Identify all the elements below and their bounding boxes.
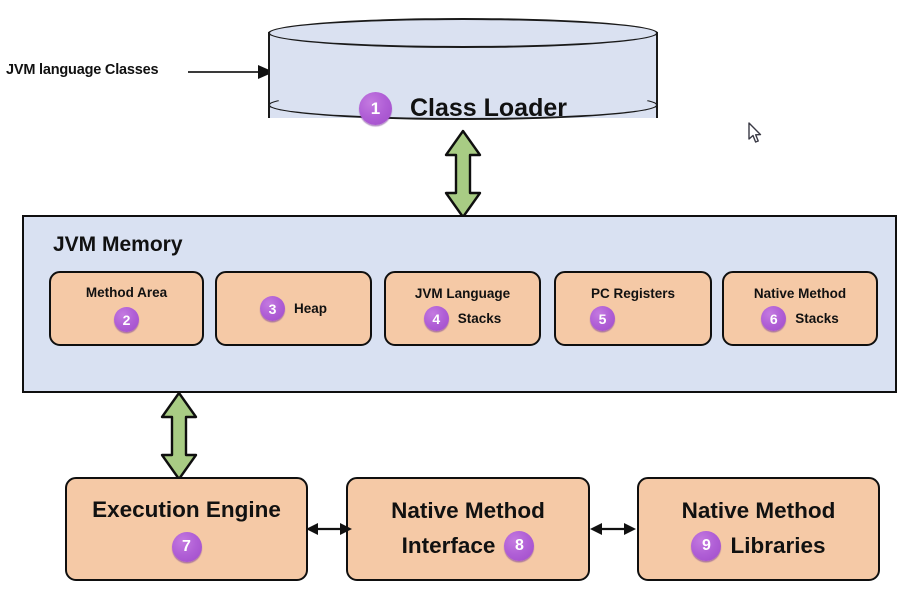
memory-box-pc-registers[interactable]: PC Registers 5: [554, 271, 712, 346]
memory-box-line2: 6 Stacks: [761, 306, 839, 331]
memory-box-line1: PC Registers: [591, 286, 675, 301]
class-loader-memory-double-arrow: [444, 129, 482, 219]
memory-box-native-method-stacks[interactable]: Native Method 6 Stacks: [722, 271, 878, 346]
box-execution-engine[interactable]: Execution Engine 7: [65, 477, 308, 581]
box-label-2: Interface: [401, 532, 496, 558]
class-loader-cylinder[interactable]: 1 Class Loader: [263, 18, 663, 126]
box-line1: Execution Engine: [92, 497, 281, 523]
box-content: Execution Engine 7: [67, 479, 306, 579]
memory-box-content: JVM Language 4 Stacks: [386, 273, 539, 344]
memory-box-label: PC Registers: [590, 286, 676, 301]
engine-interface-double-arrow: [306, 523, 352, 535]
memory-box-content: Native Method 6 Stacks: [724, 273, 876, 344]
memory-box-line1: 3 Heap: [259, 296, 327, 321]
memory-box-line1: Native Method: [754, 286, 846, 301]
cylinder-top-ellipse: [268, 18, 658, 48]
step-badge-3: 3: [259, 296, 285, 321]
box-native-method-interface[interactable]: Native Method Interface 8: [346, 477, 590, 581]
memory-box-content: Method Area 2: [51, 273, 202, 344]
box-content: Native Method Interface 8: [348, 479, 588, 579]
interface-libraries-double-arrow: [590, 523, 636, 535]
memory-box-label-2: Stacks: [457, 311, 502, 326]
step-badge-8: 8: [504, 530, 535, 561]
box-native-method-libraries[interactable]: Native Method 9 Libraries: [637, 477, 880, 581]
step-badge-4: 4: [423, 306, 449, 331]
memory-box-jvm-language-stacks[interactable]: JVM Language 4 Stacks: [384, 271, 541, 346]
jvm-memory-title: JVM Memory: [53, 233, 183, 256]
mouse-pointer-icon: [748, 122, 762, 143]
box-line1: Native Method: [391, 498, 545, 524]
memory-box-line2: 5: [556, 306, 710, 331]
class-loader-content: 1 Class Loader: [263, 92, 663, 125]
memory-box-label: JVM Language: [414, 286, 511, 301]
box-label: Native Method: [391, 497, 545, 523]
memory-box-method-area[interactable]: Method Area 2: [49, 271, 204, 346]
step-badge-7: 7: [171, 531, 202, 562]
memory-box-line2: 2: [114, 307, 139, 332]
step-badge-6: 6: [761, 306, 787, 331]
box-line1: Native Method: [682, 498, 836, 524]
step-badge-5: 5: [590, 306, 615, 331]
box-label: Native Method: [681, 497, 836, 523]
memory-box-label-2: Stacks: [795, 311, 839, 326]
step-badge-9: 9: [691, 530, 722, 561]
memory-box-line1: Method Area: [86, 285, 167, 300]
box-label-2: Libraries: [730, 532, 826, 558]
memory-box-content: PC Registers 5: [556, 273, 710, 344]
memory-box-label: Native Method: [753, 286, 847, 301]
step-badge-1: 1: [358, 92, 392, 125]
input-to-class-loader-arrow: [188, 65, 274, 79]
box-line2: Interface 8: [401, 530, 535, 561]
memory-box-label: Method Area: [85, 285, 168, 300]
box-label: Execution Engine: [92, 496, 281, 522]
memory-box-line2: 4 Stacks: [423, 306, 502, 331]
input-label: JVM language Classes: [6, 62, 159, 78]
step-badge-2: 2: [114, 307, 139, 332]
memory-box-content: 3 Heap: [217, 273, 370, 344]
memory-box-line1: JVM Language: [415, 286, 510, 301]
memory-box-heap[interactable]: 3 Heap: [215, 271, 372, 346]
box-line2: 9 Libraries: [691, 530, 826, 561]
cylinder-bottom-ellipse: [268, 90, 658, 120]
memory-execution-engine-double-arrow: [160, 391, 198, 481]
box-line2: 7: [171, 531, 202, 562]
box-content: Native Method 9 Libraries: [639, 479, 878, 579]
memory-box-label: Heap: [293, 301, 327, 316]
class-loader-label: Class Loader: [409, 94, 567, 122]
